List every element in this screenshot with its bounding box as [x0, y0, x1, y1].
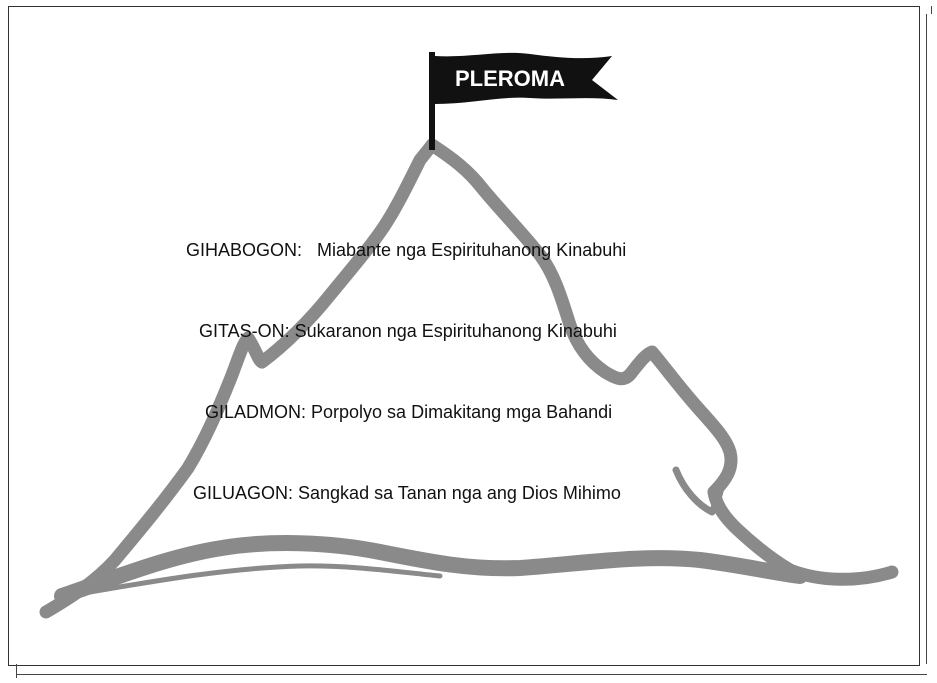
frame-shadow-bottom: [16, 674, 927, 675]
level-label-gihabogon: GIHABOGON: Miabante nga Espirituhanong K…: [186, 240, 626, 260]
pleroma-flag: [435, 52, 618, 104]
level-label-gitas-on: GITAS-ON: Sukaranon nga Espirituhanong K…: [199, 321, 617, 341]
mountain-base-shadow: [87, 563, 443, 595]
mountain-base: [54, 535, 808, 604]
level-label-giluagon: GILUAGON: Sangkad sa Tanan nga ang Dios …: [193, 483, 621, 503]
frame-corner-mark: [16, 664, 17, 678]
flag-label: PLEROMA: [455, 66, 565, 91]
mountain-right-spur: [672, 466, 726, 516]
mountain-right-ridge: [425, 138, 899, 586]
frame-shadow-right: [926, 14, 927, 664]
level-label-giladmon: GILADMON: Porpolyo sa Dimakitang mga Bah…: [205, 402, 612, 422]
mountain-left-ridge: [39, 138, 439, 619]
frame-corner-mark: [931, 6, 932, 14]
flag-pole: [429, 52, 435, 150]
